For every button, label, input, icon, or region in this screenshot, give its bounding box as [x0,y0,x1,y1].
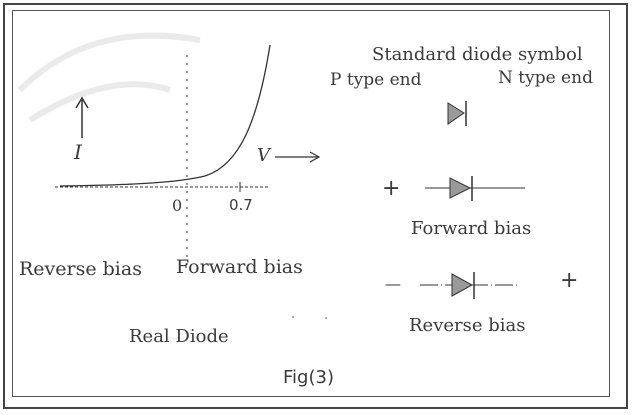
current-axis-label: I [74,140,82,164]
standard-diode-symbol [447,101,467,126]
origin-label: 0 [172,196,183,215]
forward-plus-sign: + [382,176,401,201]
threshold-label: 0.7 [229,196,253,214]
figure-caption: Fig(3) [283,367,334,388]
reverse-bias-diode [420,272,520,299]
forward-bias-diode [425,176,525,201]
current-arrowhead [75,96,89,109]
real-diode-label: Real Diode [129,326,229,347]
reverse-plus-sign: + [560,268,579,293]
n-type-end-label: N type end [498,68,593,88]
p-type-end-label: P type end [330,70,422,90]
inner-frame [12,10,610,397]
watermark [17,32,201,123]
reverse-minus-sign: — [385,274,401,293]
reverse-bias-label: Reverse bias [409,315,526,336]
reverse-bias-region-label: Reverse bias [19,258,142,280]
voltage-axis-label: V [257,145,270,166]
forward-bias-label: Forward bias [411,218,532,239]
iv-graph [55,44,327,319]
outer-frame [3,3,628,409]
voltage-arrowhead [309,151,321,163]
forward-bias-region-label: Forward bias [176,256,303,278]
iv-curve [59,44,271,187]
symbol-title: Standard diode symbol [372,44,583,65]
